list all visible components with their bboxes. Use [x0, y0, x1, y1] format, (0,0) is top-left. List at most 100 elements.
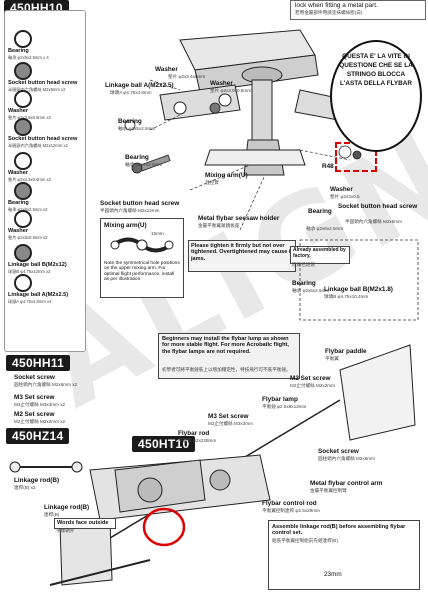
part-sub-2: 墊片 φ2x3.9x0.5mm x2	[8, 115, 51, 120]
screw-drawings	[124, 102, 362, 174]
bearing4-sub: 軸承 φ2x5x2.5mm	[292, 288, 330, 293]
mixing-arm-label: Mixing arm(U)	[205, 172, 248, 179]
m3-set-screw2-label: M3 Set screw	[208, 413, 249, 420]
linkage-rod-b-label: Linkage rod(B)	[14, 477, 60, 484]
mixing-arm-icon	[110, 237, 174, 253]
already-assembled-text: Already assembled by factory.	[293, 247, 346, 259]
metal-seesaw-sub: 金屬平衡翼蹺蹺板座	[198, 223, 240, 228]
bearing4-label: Bearing	[292, 280, 316, 287]
part-icon-7	[14, 244, 32, 262]
hh11-m2-set-screw-label: M2 Set screw	[14, 411, 55, 418]
washer-top-label: Washer	[155, 66, 178, 73]
words-face-outside-cn: 字樣朝外	[56, 528, 75, 533]
metal-flybar-arm-label: Metal flybar control arm	[310, 480, 383, 487]
hh11-m3-set-screw-label: M3 Set screw	[14, 394, 55, 401]
washer3-label: Washer	[330, 186, 353, 193]
washer2-sub: 墊片 φ2x3.9x0.5mm	[210, 88, 252, 93]
bearing3-sub: 軸承 φ2x6x2.5mm	[306, 226, 344, 231]
part-icon-0	[14, 30, 32, 48]
socket-screw-r-sub: 圓柱頭內六角螺絲 M2x6mm	[318, 456, 375, 461]
linkage-rod-b-sub: 連桿(B) x2	[14, 485, 36, 490]
annotation-bubble	[330, 40, 422, 152]
beginners-note-cn: 初學者可將平衡錘裝上以增加穩定性，特技飛行可不裝平衡錘。	[162, 367, 291, 372]
ball-b-sub: 球頭B φ4.75x10.4mm	[324, 294, 369, 299]
linkage-ball-a-sub: 球頭A φ4.75x4.8mm	[110, 90, 152, 95]
mixing-arm-box: Mixing arm(U) 15mm Note the symmetrical …	[100, 218, 184, 298]
already-assembled-cn: 原廠已組裝	[292, 262, 315, 267]
linkage-rod-b2-sub: 連桿(B)	[44, 512, 60, 517]
beginners-note: Beginners may install the flybar lump as…	[162, 336, 289, 355]
tighten-note: Please tighten it firmly but not over ti…	[191, 243, 293, 262]
words-face-outside: Words face outside	[57, 520, 109, 526]
highlight-circle	[142, 507, 186, 547]
socket-screw-12-label: Socket button head screw	[100, 200, 180, 207]
mixing-arm-sub: 混控臂	[205, 180, 219, 185]
socket-screw-5-sub: 半圓頭內六角螺絲 M2x5mm	[345, 219, 402, 224]
part-sub-6: 墊片 φ2x3x0.5mm x2	[8, 235, 48, 240]
hh11-m3-set-screw-sub: M3止付螺絲 M3x3mm x2	[14, 402, 66, 407]
flybar-control-rod-label: Flybar control rod	[262, 500, 317, 507]
part-icon-4	[14, 152, 32, 170]
section-tag-450hh11: 450HH11	[6, 355, 71, 371]
hh11-socket-screw-label: Socket screw	[14, 374, 55, 381]
assemble-note-box: Assemble linkage rod(B) before assemblin…	[268, 520, 420, 590]
mixing-box-note: Note the symmetrical hole positions on t…	[104, 261, 180, 283]
flybar-rod-sub: 平衡桿 φ2x228mm	[178, 438, 217, 443]
top-note-text: lock when fitting a metal part.	[295, 2, 378, 9]
section-tag-450hz14: 450HZ14	[6, 428, 70, 444]
part-name-5: Bearing	[8, 200, 29, 206]
part-name-2: Washer	[8, 108, 28, 114]
part-name-1: Socket button head screw	[8, 80, 78, 86]
tighten-note-box: Please tighten it firmly but not over ti…	[188, 240, 296, 272]
m2-set-screw-sub: M2止付螺絲 M2x2mm	[290, 383, 335, 388]
hh11-socket-screw-sub: 圓柱頭內六角螺絲 M2x6mm x2	[14, 382, 78, 387]
ball-b-label: Linkage ball B(M2x1.8)	[324, 286, 393, 293]
mixing-box-title: Mixing arm(U)	[104, 222, 147, 229]
flybar-control-rod-sub: 平衡翼控制連桿 φ2.5x29mm	[262, 508, 320, 513]
part-sub-7: 球頭B φ4.75x12mm x2	[8, 269, 51, 274]
section-tag-450ht10: 450HT10	[132, 436, 196, 452]
bearing2-label: Bearing	[125, 154, 149, 161]
part-sub-4: 墊片 φ2x4.3x0.6mm x2	[8, 177, 51, 182]
bearing-sub: 軸承 φ2x5x2.5mm	[118, 126, 156, 131]
words-face-outside-box: Words face outside	[54, 518, 116, 529]
assemble-note-cn: 組裝平衡翼控制組前先組連桿(B)	[272, 538, 338, 543]
washer-top-sub: 墊片 φ2x3.4x0mm	[168, 74, 206, 79]
beginners-note-box: Beginners may install the flybar lump as…	[158, 333, 300, 379]
part-sub-8: 球頭A φ4.75x4.8mm x4	[8, 299, 52, 304]
socket-screw-r-label: Socket screw	[318, 448, 359, 455]
assemble-note: Assemble linkage rod(B) before assemblin…	[272, 524, 406, 537]
washer2-label: Washer	[210, 80, 233, 87]
annotation-bubble-text: QUESTA E' LA VITE IN QUESTIONE CHE SE LA…	[339, 53, 413, 87]
m2-set-screw-label: M2 Set screw	[290, 375, 331, 382]
part-name-7: Linkage ball B(M2x12)	[8, 262, 67, 268]
linkage-rod-b2-label: Linkage rod(B)	[44, 504, 90, 511]
socket-screw-12-sub: 半圓頭內六角螺絲 M2x12mm	[100, 208, 160, 213]
already-assembled-box: Already assembled by factory.	[290, 246, 350, 264]
part-name-8: Linkage ball A(M2x2.5)	[8, 292, 69, 298]
part-name-4: Washer	[8, 170, 28, 176]
part-icon-6	[14, 210, 32, 228]
part-sub-3: 半圓頭內六角螺絲 M2x12mm x2	[8, 143, 68, 148]
washer3-sub: 墊片 φ2x3x0.5	[330, 194, 360, 199]
part-sub-1: 半圓頭內六角螺絲 M2x5mm x2	[8, 87, 66, 92]
part-name-6: Washer	[8, 228, 28, 234]
top-note-box: lock when fitting a metal part. 若用金屬部件時請…	[290, 0, 426, 20]
flybar-paddle-sub: 平衡翼	[325, 356, 339, 361]
flybar-paddle-label: Flybar paddle	[325, 348, 367, 355]
bearing2-sub: 軸承 φ2x6x2.5mm	[125, 162, 163, 167]
bearing-label: Bearing	[118, 118, 142, 125]
metal-seesaw-label: Metal flybar seesaw holder	[198, 215, 280, 222]
part-name-0: Bearing	[8, 48, 29, 54]
part-sub-0: 軸承 φ2x5x2.5mm x 4	[8, 55, 49, 60]
part-icon-1	[14, 62, 32, 80]
part-icon-3	[14, 118, 32, 136]
part-icon-2	[14, 90, 32, 108]
part-sub-5: 軸承 φ2x6x2.5mm x2	[8, 207, 48, 212]
mixing-box-dim: 15mm	[151, 231, 164, 236]
part-icon-5	[14, 182, 32, 200]
dim-23mm: 23mm	[324, 571, 342, 578]
part-icon-8	[14, 274, 32, 292]
flybar-lamp-sub: 平衡錘 φ2.5x8x13mm	[262, 404, 307, 409]
linkage-ball-a-label: Linkage ball A(M2x2.5)	[105, 82, 174, 89]
